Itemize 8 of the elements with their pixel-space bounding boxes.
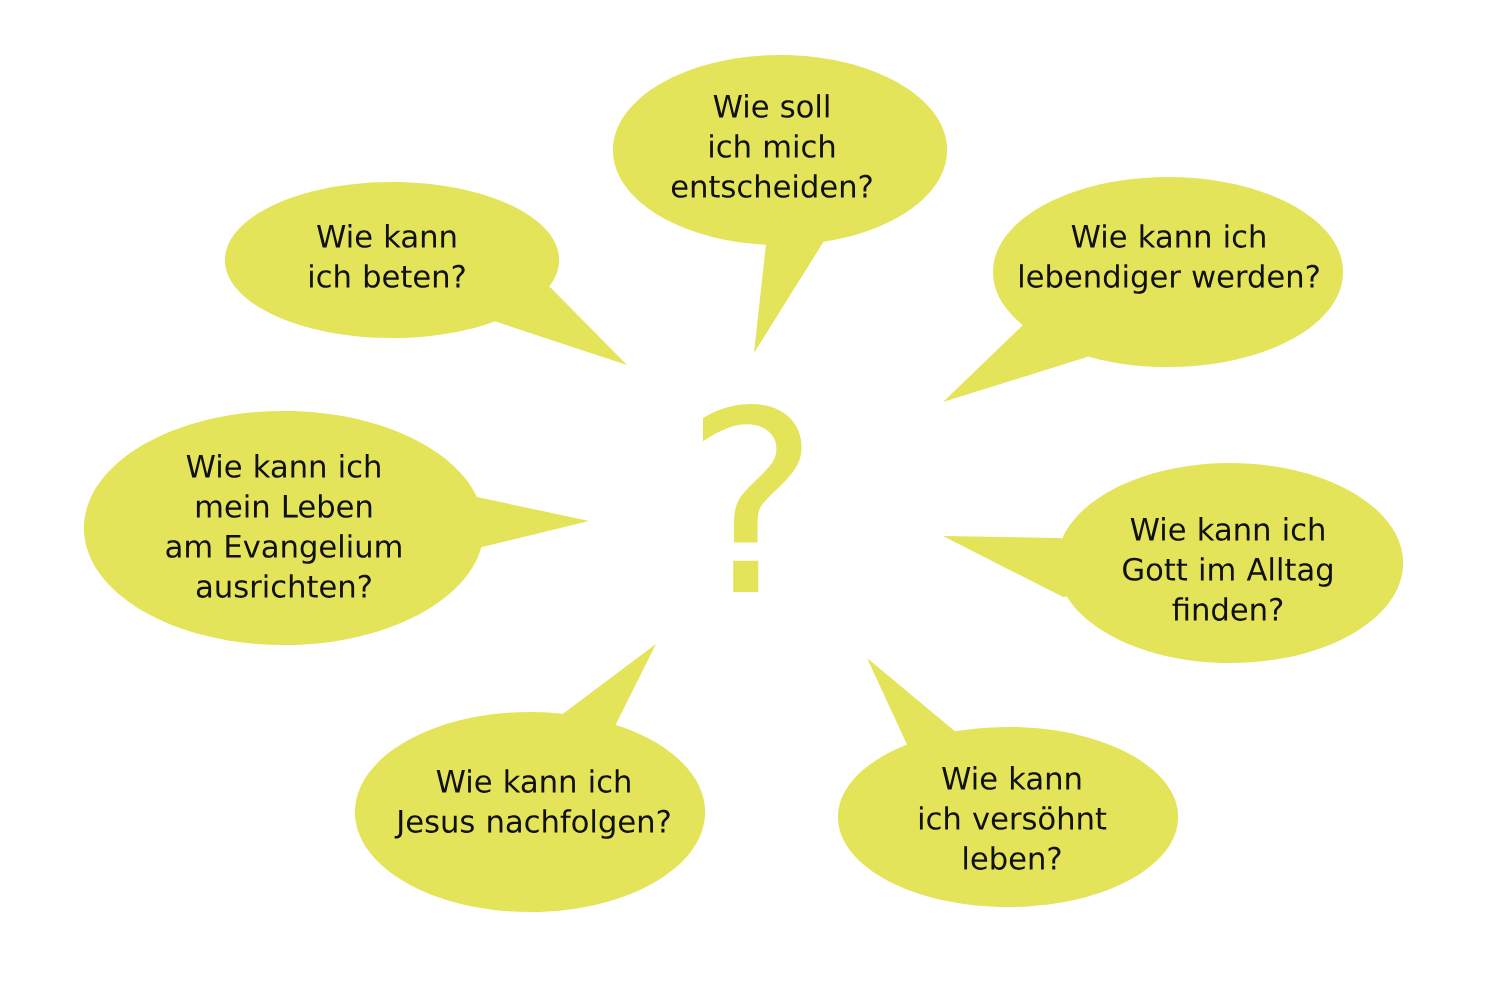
- speech-bubble: Wie kann ich lebendiger werden?: [943, 176, 1344, 402]
- question-mark: ?: [703, 404, 802, 592]
- speech-bubble: Wie kann ich beten?: [224, 181, 627, 365]
- speech-bubble: Wie kann ich versöhnt leben?: [837, 658, 1179, 908]
- speech-bubble: Wie kann ich Jesus nachfolgen?: [354, 644, 706, 913]
- speech-bubble: Wie kann ich mein Leben am Evangelium ausrichten?: [83, 410, 589, 646]
- speech-bubble: Wie kann ich Gott im Alltag finden?: [943, 462, 1404, 664]
- speech-bubble: Wie soll ich mich entscheiden?: [612, 54, 948, 353]
